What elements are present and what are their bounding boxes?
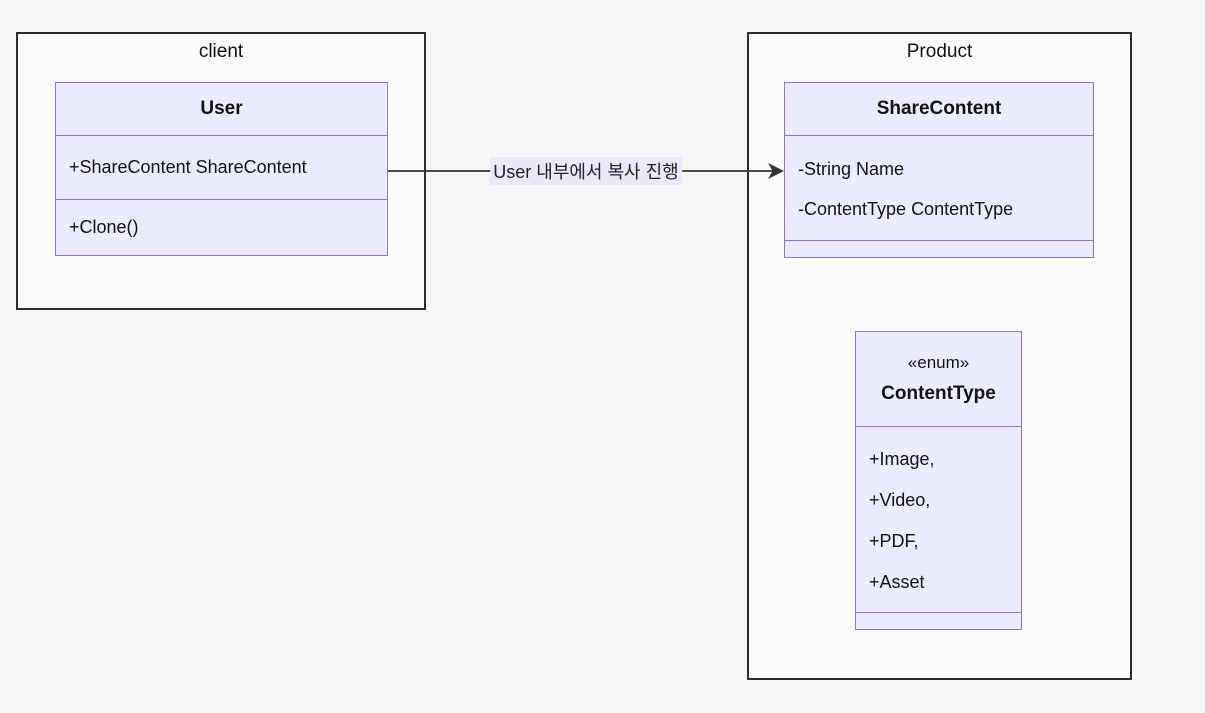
class-sharecontent-field: -ContentType ContentType [798, 198, 1014, 219]
enum-value: +Image, [869, 449, 935, 469]
class-user-title: User [200, 98, 243, 119]
class-sharecontent: ShareContent -String Name -ContentType C… [784, 82, 1094, 258]
class-sharecontent-fields: -String Name -ContentType ContentType [785, 135, 1093, 240]
class-user-method: +Clone() [69, 217, 139, 237]
class-contenttype: «enum» ContentType +Image, +Video, +PDF,… [855, 331, 1022, 630]
class-user-fields: +ShareContent ShareContent [56, 135, 387, 199]
edge-label: User 내부에서 복사 진행 [490, 157, 682, 185]
class-contenttype-title: «enum» ContentType [856, 332, 1021, 426]
enum-value: +PDF, [869, 531, 919, 551]
class-user-methods: +Clone() [56, 199, 387, 255]
enum-value: +Video, [869, 490, 931, 510]
class-sharecontent-title: ShareContent [876, 98, 1002, 119]
class-user-field: +ShareContent ShareContent [69, 157, 307, 177]
enum-value: +Asset [869, 572, 925, 592]
class-contenttype-name: ContentType [881, 383, 996, 404]
container-product-label: Product [906, 41, 973, 62]
class-sharecontent-field: -String Name [798, 158, 905, 179]
container-client-label: client [198, 41, 244, 62]
class-contenttype-values: +Image, +Video, +PDF, +Asset [856, 426, 1021, 612]
class-contenttype-stereotype: «enum» [907, 353, 970, 372]
class-sharecontent-methods-empty [785, 240, 1093, 258]
class-user: User +ShareContent ShareContent +Clone() [55, 82, 388, 256]
class-contenttype-methods-empty [856, 612, 1021, 630]
